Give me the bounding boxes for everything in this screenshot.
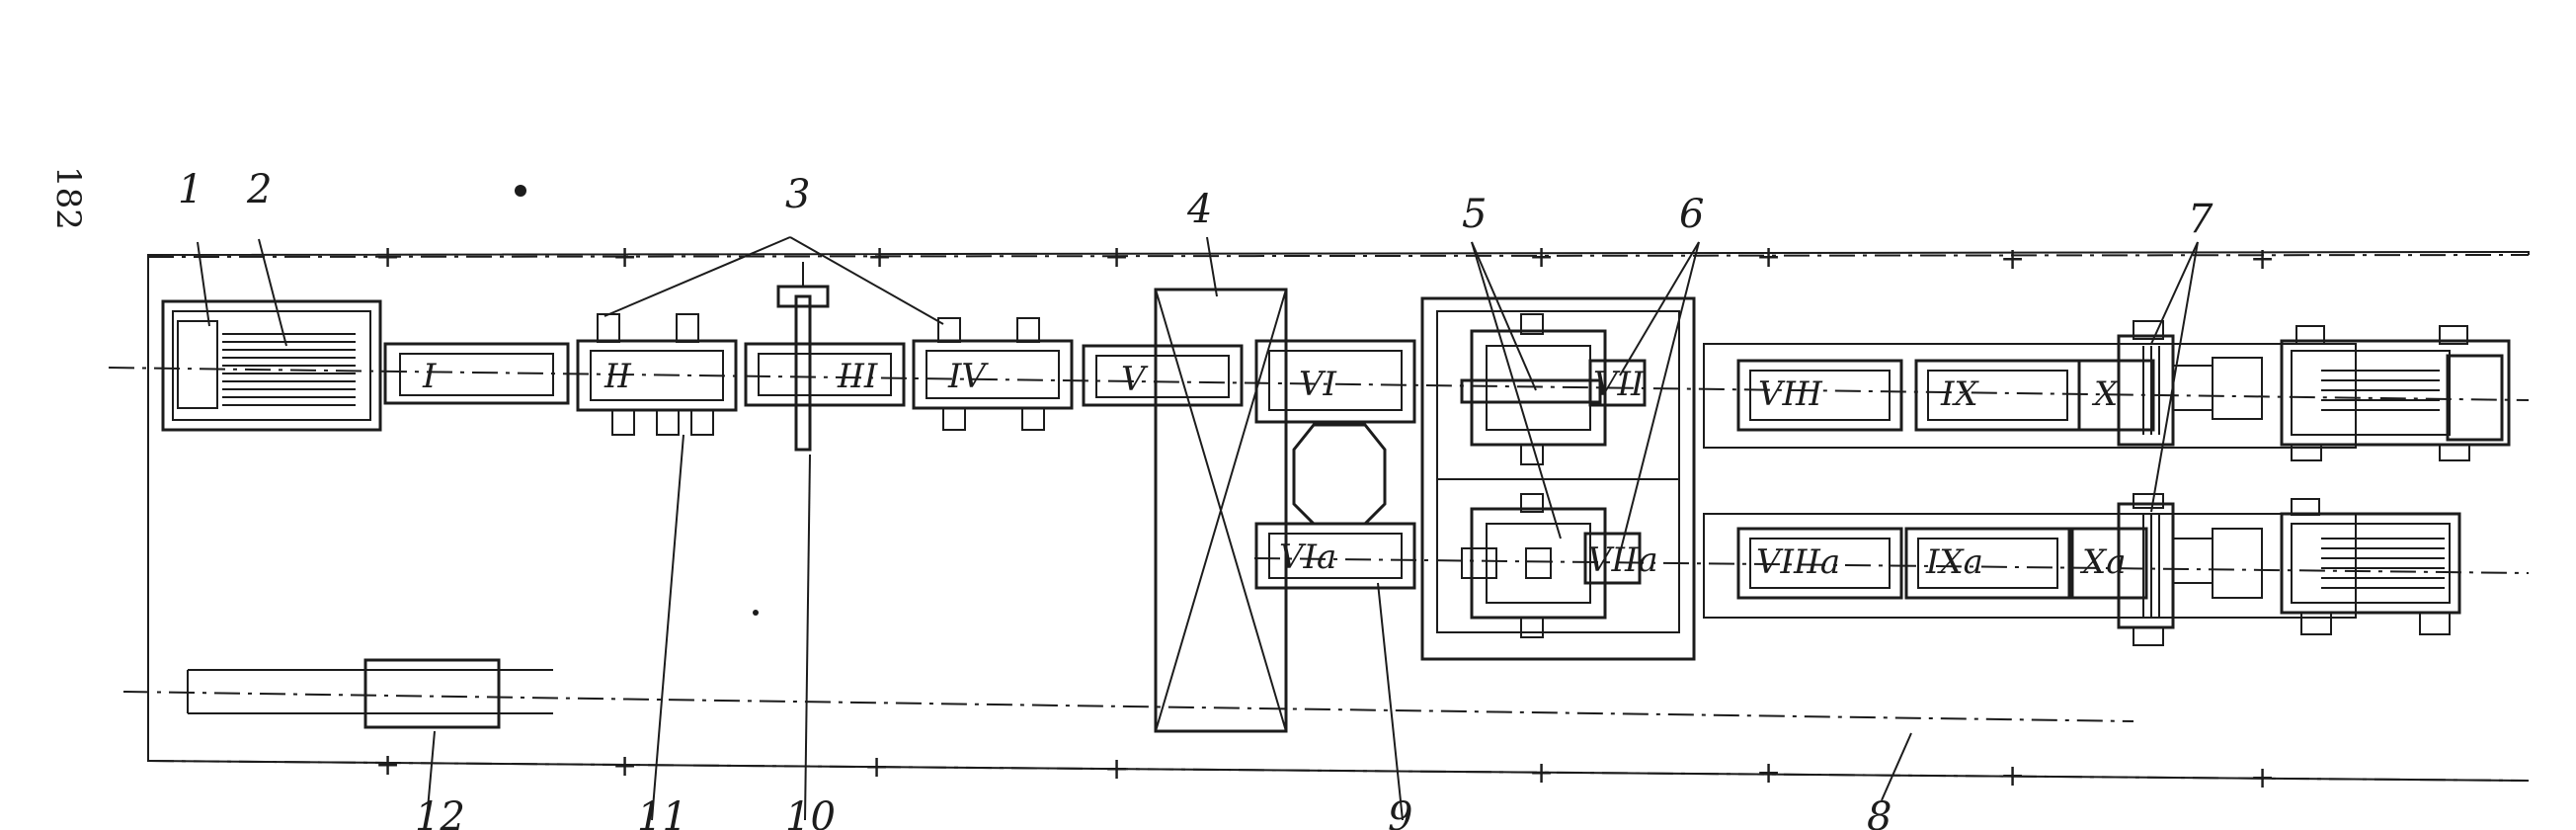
stand-VI: VI (1254, 339, 1416, 424)
stand-VIa-label: VIa (1279, 538, 1336, 577)
auxiliary-unit (122, 658, 2134, 729)
stand-IV-label: IV (947, 357, 989, 396)
stand-IXa-label: IXa (1925, 542, 1983, 582)
finishing-group-upper: VIII IX X (1703, 343, 2357, 449)
crane-rails (147, 254, 2530, 782)
stand-VII-label: VII (1593, 365, 1645, 404)
callout-4: 4 (1186, 187, 1212, 232)
svg-text:+: + (867, 240, 892, 275)
svg-text:+: + (612, 749, 637, 784)
coiler-lower (2117, 493, 2263, 646)
stand-VIa: VIa (1254, 522, 1416, 590)
end-coiler-lower (2280, 498, 2461, 635)
svg-text:+: + (375, 748, 400, 783)
callout-10: 10 (785, 794, 836, 830)
stand-X-label: X (2091, 374, 2120, 414)
callout-numbers: 1 2 3 4 5 6 7 8 9 10 11 12 (178, 167, 2214, 830)
svg-text:+: + (1104, 752, 1129, 787)
svg-text:+: + (612, 240, 637, 275)
svg-text:+: + (2250, 761, 2275, 795)
stand-IV: IV (912, 317, 1074, 431)
stand-V-label: V (1121, 360, 1149, 399)
callout-12: 12 (415, 794, 465, 830)
stand-VIIIa-label: VIIIa (1756, 542, 1840, 582)
stand-I-label: I (422, 357, 437, 396)
svg-text:+: + (1529, 756, 1554, 790)
stray-dot (753, 610, 759, 616)
upper-rolling-axis (108, 367, 2530, 401)
heating-furnace (161, 299, 382, 432)
svg-text:+: + (1756, 240, 1781, 275)
callout-5: 5 (1462, 192, 1487, 237)
stand-II: II (576, 313, 738, 436)
end-coiler-upper (2280, 325, 2511, 461)
svg-text:+: + (2000, 759, 2025, 793)
page-number: 182 (48, 166, 88, 230)
column-markers: + + + + + + + + + + + + + + + + (375, 240, 2275, 795)
stand-VIIa-label: VIIa (1587, 540, 1658, 580)
lower-rolling-axis (1253, 557, 2530, 574)
stand-III-label: III (837, 357, 878, 396)
leader-lines (197, 236, 2199, 821)
svg-text:+: + (2000, 242, 2025, 277)
flying-shear (776, 262, 830, 452)
svg-text:+: + (1529, 240, 1554, 275)
svg-text:+: + (2250, 242, 2275, 277)
callout-11: 11 (637, 794, 687, 830)
workshop-outline: + + + + + + + + + + + + + + + + (147, 240, 2530, 795)
callout-7: 7 (2188, 197, 2214, 242)
callout-6: 6 (1679, 192, 1704, 237)
svg-text:+: + (1756, 756, 1781, 790)
callout-8: 8 (1867, 794, 1892, 830)
stray-dot (515, 185, 526, 197)
stand-II-label: II (604, 357, 631, 396)
finishing-block-frame: VII VIIa (1420, 296, 1696, 661)
coiler-upper (2117, 320, 2263, 447)
callout-3: 3 (785, 172, 810, 217)
stand-VI-label: VI (1299, 365, 1337, 404)
callout-2: 2 (246, 167, 272, 212)
callout-9: 9 (1388, 794, 1412, 830)
looper-housing (1292, 423, 1387, 526)
stand-I: I (383, 342, 570, 405)
callout-1: 1 (178, 167, 202, 212)
svg-text:+: + (375, 240, 400, 275)
svg-text:+: + (864, 750, 889, 785)
stand-V: V (1082, 344, 1244, 407)
transfer-table (1154, 288, 1288, 733)
stand-III: III (744, 342, 906, 407)
svg-text:+: + (1104, 240, 1129, 275)
stand-IX-label: IX (1940, 374, 1979, 414)
stand-VIII-label: VIII (1758, 374, 1822, 414)
